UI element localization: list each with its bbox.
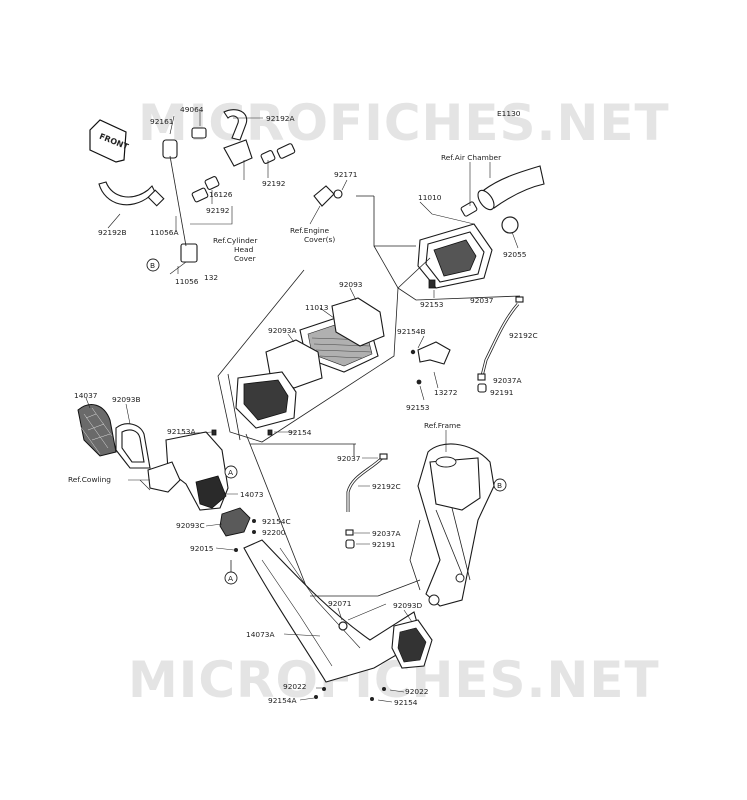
watermark-bottom: MICROFICHES.NET [128,651,660,709]
clamp-92037a-lower [345,529,354,536]
label-ref-engine: Ref.Engine [290,226,330,235]
label-11013: 11013 [305,303,329,312]
cap-92191-lower [345,539,355,549]
label-92015: 92015 [190,544,214,553]
seal-92093 [331,287,385,347]
label-13272: 13272 [434,388,458,397]
reference-b-top: B [146,258,160,272]
label-92161: 92161 [150,117,174,126]
label-92192a: 92192A [266,114,295,123]
seal-92093d [391,609,433,669]
label-11056a: 11056A [150,228,179,237]
clamp-92037a-top [477,373,486,381]
o-ring-92055 [501,216,519,234]
ref-b-label-frame: B [497,481,502,490]
label-49064: 49064 [180,105,204,114]
label-92093c: 92093C [176,521,205,530]
label-11010: 11010 [418,193,442,202]
label-92192c-top: 92192C [509,331,538,340]
ref-b-label-top: B [150,261,155,270]
ref-a-label-upper: A [228,468,233,477]
duct-14073 [147,429,238,511]
drain-hose-92192c-upper [480,303,520,377]
label-ref-cowling: Ref.Cowling [68,475,111,484]
label-92192b: 92192B [98,228,127,237]
grommet-92071 [338,621,348,631]
part-labels: 49064 92161 92192A 92192 16126 92192 921… [68,105,538,707]
ref-a-label-lower: A [228,574,233,583]
bracket-13272 [410,335,451,401]
label-ref-cylinder-cover: Cover [234,254,257,263]
label-92037-top: 92037 [470,296,494,305]
label-92191-lower: 92191 [372,540,396,549]
reference-b-frame [493,478,507,492]
clamp-92037-top [515,296,524,303]
label-92154-bottom: 92154 [394,698,418,707]
label-92093d: 92093D [393,601,423,610]
seal-92093c [205,507,251,537]
label-92037a-lower: 92037A [372,529,401,538]
label-92153-mid: 92153 [406,403,430,412]
cap-92191-top [477,383,487,393]
label-92200: 92200 [262,528,286,537]
label-ref-cylinder: Ref.Cylinder [213,236,258,245]
label-11056: 11056 [175,277,199,286]
label-92153-top: 92153 [420,300,444,309]
air-cleaner-housing-11010 [417,223,493,289]
label-92192-right: 92192 [262,179,286,188]
label-92154c: 92154C [262,517,291,526]
label-92153a: 92153A [167,427,196,436]
label-132: 132 [204,273,218,282]
label-92093: 92093 [339,280,363,289]
label-92093a: 92093A [268,326,297,335]
engine-cover-fitting [309,179,348,225]
label-92154b: 92154B [397,327,426,336]
label-92071: 92071 [328,599,352,608]
label-ref-frame: Ref.Frame [424,421,461,430]
label-ref-air-chamber: Ref.Air Chamber [441,153,502,162]
hose-valve-group [98,109,296,263]
label-92055: 92055 [503,250,527,259]
label-92154a: 92154A [268,696,297,705]
label-14037: 14037 [74,391,98,400]
bolt-92153-top [428,279,436,289]
diagram-code: E1130 [497,109,521,118]
air-chamber-hose [460,162,545,217]
label-92093b: 92093B [112,395,141,404]
label-92022-left: 92022 [283,682,307,691]
front-arrow-icon: FRONT [89,119,130,163]
clamp-92037-lower [379,453,388,460]
label-92037-lower: 92037 [337,454,361,463]
label-14073a: 14073A [246,630,275,639]
label-92154-mid: 92154 [288,428,312,437]
reference-a-upper [224,465,238,479]
label-92171: 92171 [334,170,358,179]
watermark-top: MICROFICHES.NET [138,94,670,152]
label-ref-cylinder-head: Head [234,245,254,254]
label-92192c-lower: 92192C [372,482,401,491]
grille-14037 [77,397,117,457]
air-cleaner-lower-case [235,371,297,436]
label-14073: 14073 [240,490,264,499]
label-16126: 16126 [209,190,233,199]
label-92192-left: 92192 [206,206,230,215]
label-92191-top: 92191 [490,388,514,397]
label-92022-right: 92022 [405,687,429,696]
label-ref-engine-covers: Cover(s) [304,235,335,244]
seal-92093b [115,403,151,469]
label-92037a-top: 92037A [493,376,522,385]
frame-reference [409,430,495,607]
